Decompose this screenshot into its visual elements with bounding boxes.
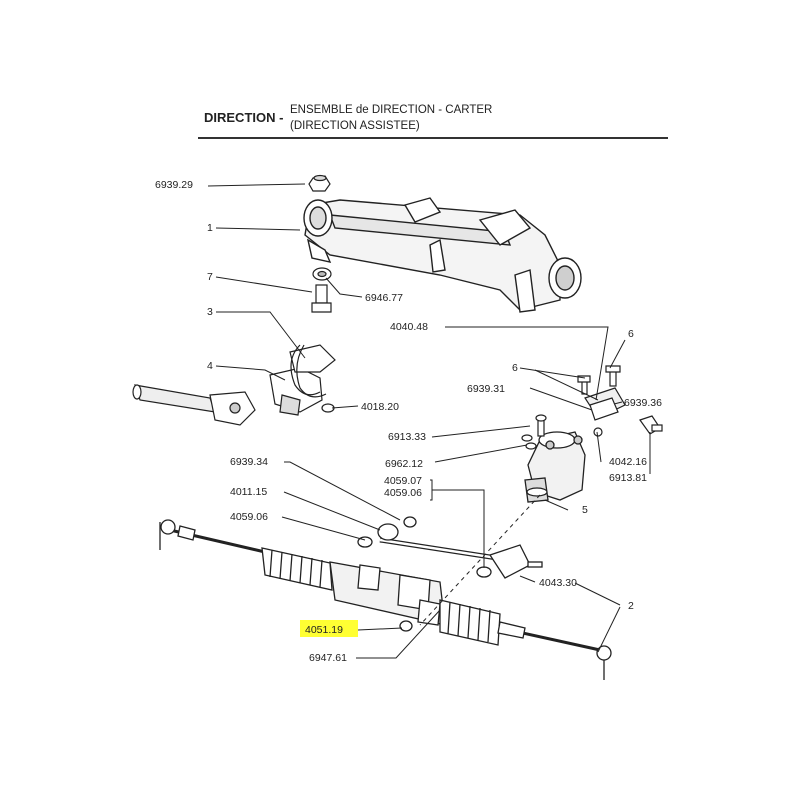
washer-6946-77 xyxy=(312,267,332,281)
washer-6962-12 xyxy=(521,434,537,450)
header-section: DIRECTION - xyxy=(204,110,284,125)
label-4018-20: 4018.20 xyxy=(361,401,399,413)
label-1: 1 xyxy=(207,222,213,234)
leader-lines xyxy=(207,183,651,659)
label-3: 3 xyxy=(207,306,213,318)
label-4059-07: 4059.07 xyxy=(384,475,422,487)
label-4043-30: 4043.30 xyxy=(539,577,577,589)
label-5: 5 xyxy=(582,504,588,516)
label-4051-19: 4051.19 xyxy=(305,624,343,636)
screw-6913-33 xyxy=(535,414,547,437)
label-6913-81: 6913.81 xyxy=(609,472,647,484)
label-4042-16: 4042.16 xyxy=(609,456,647,468)
label-4059-06-left: 4059.06 xyxy=(230,511,268,523)
header-title-line2: (DIRECTION ASSISTEE) xyxy=(290,120,420,132)
label-2: 2 xyxy=(628,600,634,612)
label-6939-29: 6939.29 xyxy=(155,179,193,191)
label-4: 4 xyxy=(207,360,213,372)
label-7: 7 xyxy=(207,271,213,283)
highlight-box xyxy=(300,620,358,637)
nut-6939-29 xyxy=(308,174,331,192)
label-6913-33: 6913.33 xyxy=(388,431,426,443)
label-6-right: 6 xyxy=(628,328,634,340)
valve-body-5 xyxy=(524,431,586,503)
label-6939-36: 6939.36 xyxy=(624,397,662,409)
bolt-7 xyxy=(311,284,332,313)
pinion-valve-assembly xyxy=(132,344,336,426)
header-title-line1: ENSEMBLE de DIRECTION - CARTER xyxy=(290,104,493,116)
label-4059-06-right: 4059.06 xyxy=(384,487,422,499)
assembly-axis xyxy=(419,494,541,626)
label-4011-15: 4011.15 xyxy=(230,486,267,498)
rack-assembly xyxy=(159,516,612,680)
label-4040-48: 4040.48 xyxy=(390,321,428,333)
label-6947-61: 6947.61 xyxy=(309,652,347,664)
label-6962-12: 6962.12 xyxy=(385,458,423,470)
label-6-mid: 6 xyxy=(512,362,518,374)
label-6939-34: 6939.34 xyxy=(230,456,268,468)
label-6939-31: 6939.31 xyxy=(467,383,505,395)
label-6946-77: 6946.77 xyxy=(365,292,403,304)
steering-housing xyxy=(303,197,582,313)
support-bracket xyxy=(577,365,663,437)
